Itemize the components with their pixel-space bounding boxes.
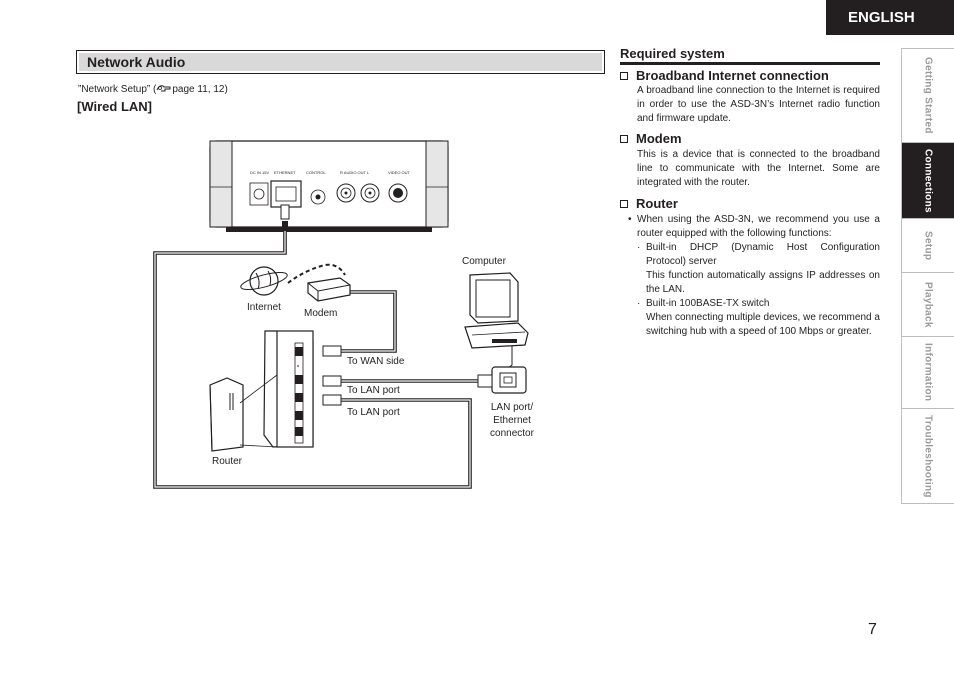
ethernet-label: ETHERNET — [274, 170, 296, 175]
computer-icon — [464, 272, 529, 349]
router-icon — [209, 330, 314, 452]
language-badge: ENGLISH — [826, 0, 954, 35]
tab-information[interactable]: Information — [901, 336, 954, 408]
label-modem: Modem — [304, 308, 338, 319]
tab-playback[interactable]: Playback — [901, 272, 954, 336]
video-out-label: VIDEO OUT — [388, 170, 411, 175]
label-to-wan: To WAN side — [347, 356, 405, 367]
lan-port-icon — [477, 366, 527, 394]
router-heading: Router — [620, 196, 678, 211]
device-rear-panel: DC IN 15V ETHERNET CONTROL R AUDIO OUT L… — [209, 140, 449, 232]
modem-text: This is a device that is connected to th… — [637, 149, 880, 188]
title-rule — [620, 62, 880, 65]
checkbox-icon — [620, 71, 628, 80]
tab-getting-started[interactable]: Getting Started — [901, 48, 954, 142]
bullet-icon: • — [628, 214, 632, 225]
tab-connections[interactable]: Connections — [901, 142, 954, 218]
router-bullet: •When using the ASD-3N, we recommend you… — [628, 214, 880, 239]
router-plugs — [322, 345, 342, 406]
tab-setup[interactable]: Setup — [901, 218, 954, 272]
control-label: CONTROL — [306, 170, 326, 175]
connection-diagram: DC IN 15V ETHERNET CONTROL R AUDIO OUT L… — [153, 140, 529, 489]
audio-out-label: R AUDIO OUT L — [340, 170, 370, 175]
router-sub-dhcp: ·Built-in DHCP (Dynamic Host Configurati… — [637, 242, 880, 295]
tab-troubleshooting[interactable]: Troubleshooting — [901, 408, 954, 504]
required-system-title: Required system — [620, 46, 725, 61]
reference-note: ”Network Setup” (page 11, 12) — [78, 84, 228, 95]
page-number: 7 — [868, 621, 877, 638]
label-router: Router — [212, 456, 243, 467]
dc-in-label: DC IN 15V — [250, 170, 269, 175]
cable-device-to-router — [153, 231, 472, 489]
label-to-lan-1: To LAN port — [347, 385, 400, 396]
section-title-bar: Network Audio — [76, 50, 605, 74]
page-reference-icon — [156, 85, 171, 92]
label-computer: Computer — [462, 256, 506, 267]
modem-icon — [307, 277, 351, 302]
broadband-heading: Broadband Internet connection — [620, 68, 829, 83]
globe-icon — [240, 266, 288, 296]
section-title: Network Audio — [87, 54, 186, 70]
cable-modem-to-router — [340, 290, 397, 353]
label-internet: Internet — [247, 302, 281, 313]
subsection-title: [Wired LAN] — [77, 99, 152, 114]
checkbox-icon — [620, 134, 628, 143]
router-sub-switch: ·Built-in 100BASE-TX switch When connect… — [637, 298, 880, 337]
label-to-lan-2: To LAN port — [347, 407, 400, 418]
broadband-text: A broadband line connection to the Inter… — [637, 85, 880, 124]
modem-heading: Modem — [620, 131, 682, 146]
checkbox-icon — [620, 199, 628, 208]
